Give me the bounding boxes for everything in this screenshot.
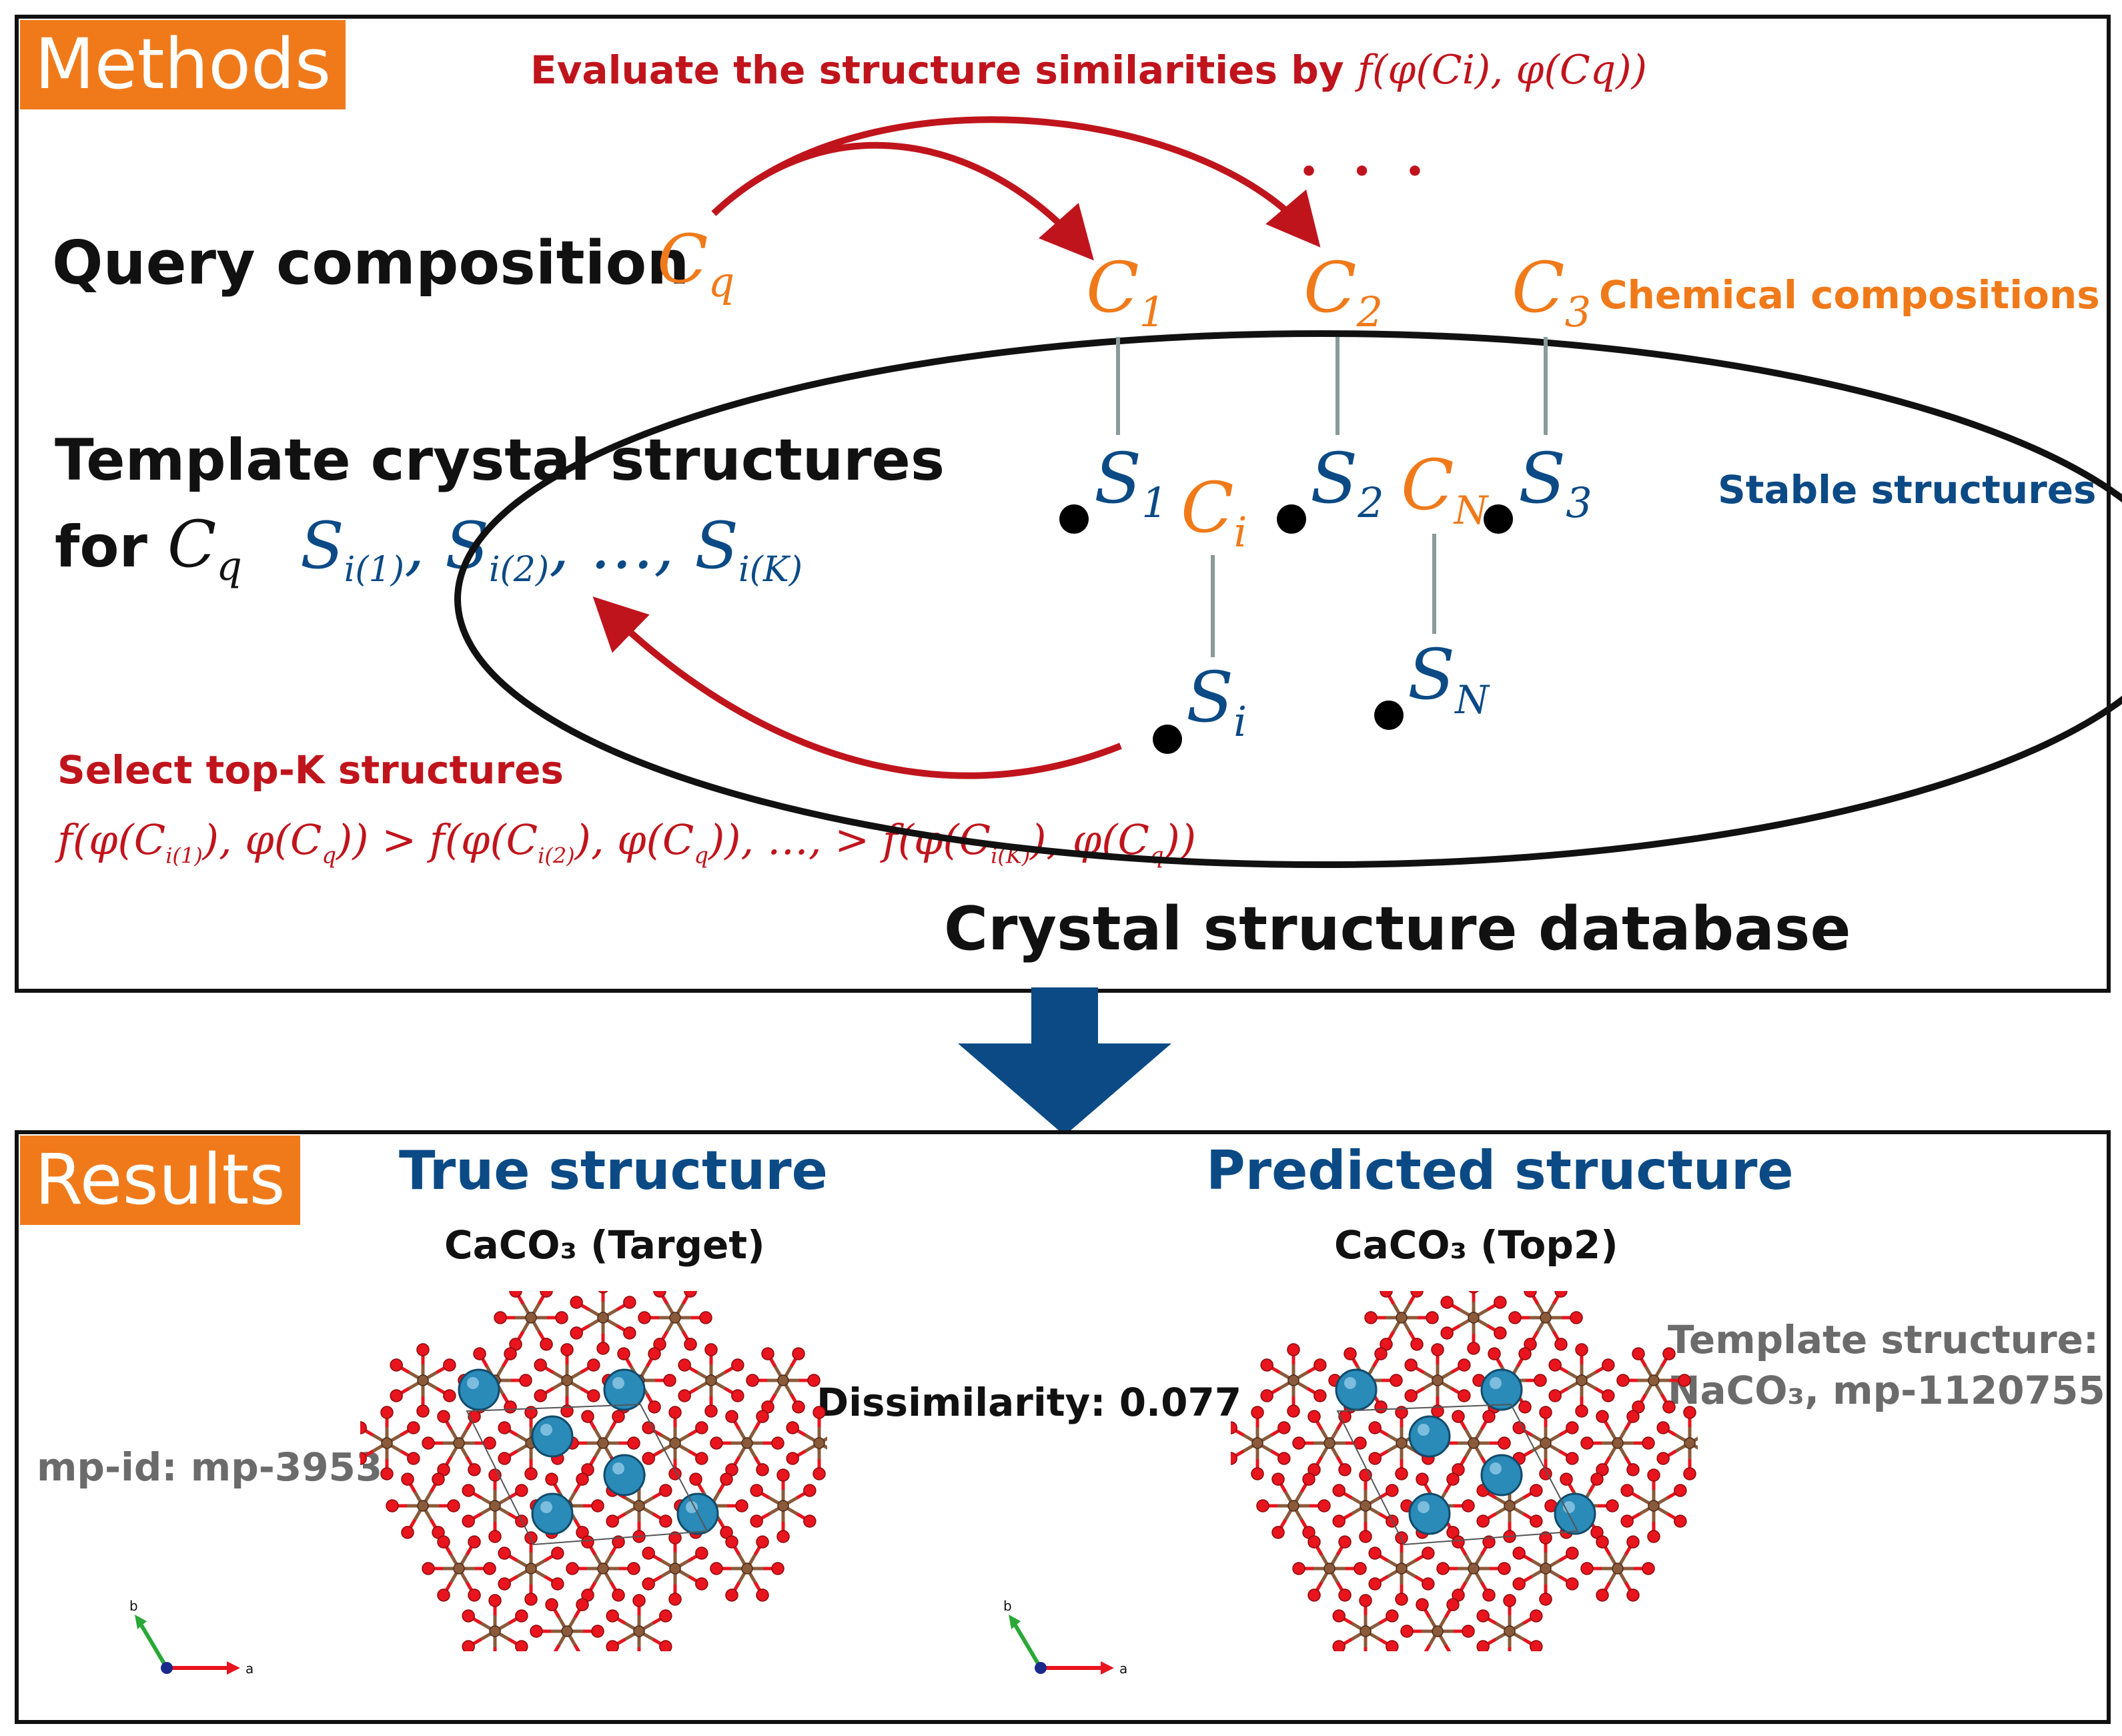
- methods-tag: Methods: [20, 20, 346, 109]
- evaluate-arrows: [592, 116, 1321, 779]
- evaluate-label: Evaluate the structure similarities by: [530, 47, 1344, 93]
- true-caption: CaCO₃ (Target): [444, 1222, 765, 1268]
- connector-lines: [1116, 337, 1548, 657]
- chemical-compositions-label: Chemical compositions: [1599, 272, 2100, 318]
- predicted-structure-title: Predicted structure: [1206, 1140, 1794, 1202]
- template-structure-line1: Template structure:: [1668, 1317, 2099, 1362]
- template-structure-line2: NaCO₃, mp-1120755: [1668, 1368, 2105, 1413]
- dissimilarity-label: Dissimilarity: 0.077: [817, 1380, 1242, 1425]
- database-ellipse: [454, 330, 2122, 868]
- methods-diagram: [454, 116, 2122, 868]
- query-label: Query composition: [52, 228, 690, 298]
- query-symbol: Cq: [657, 220, 735, 306]
- structure-s1: S1: [1094, 438, 1168, 527]
- axis-a-label: a: [1119, 1661, 1127, 1677]
- axis-b-label: b: [1003, 1598, 1012, 1614]
- results-tag: Results: [20, 1136, 300, 1225]
- stable-structures-label: Stable structures: [1718, 467, 2097, 512]
- predicted-caption: CaCO₃ (Top2): [1334, 1222, 1618, 1268]
- evaluate-text: Evaluate the structure similarities by f…: [530, 47, 1647, 93]
- axis-indicator-icon: a b: [129, 1598, 253, 1677]
- select-text: Select top-K structures: [57, 747, 564, 793]
- true-crystal-structure: [360, 1291, 827, 1651]
- structure-s2: S2: [1310, 438, 1384, 527]
- evaluate-formula: f(φ(Ci), φ(Cq)): [1357, 47, 1648, 93]
- true-structure-title: True structure: [399, 1140, 828, 1202]
- axis-a-label: a: [245, 1661, 253, 1677]
- structure-si: Si: [1186, 657, 1247, 746]
- mp-id-label: mp-id: mp-3953: [37, 1444, 383, 1490]
- down-arrow-icon: [958, 987, 1171, 1136]
- template-symbol: Cq: [167, 507, 242, 590]
- template-line2: for Cq: [55, 507, 242, 590]
- axis-b-label: b: [129, 1598, 138, 1614]
- structure-dots: [1059, 504, 1513, 754]
- template-line1: Template crystal structures: [55, 427, 945, 494]
- structure-sn: SN: [1408, 634, 1489, 723]
- ellipsis: • • •: [1299, 155, 1437, 189]
- composition-c2: C2: [1303, 247, 1384, 336]
- template-for: for: [55, 514, 147, 580]
- axis-indicator-icon: a b: [1003, 1598, 1127, 1677]
- composition-cn: CN: [1401, 444, 1488, 533]
- template-list: Si(1), Si(2), …, Si(K): [300, 508, 803, 590]
- database-label: Crystal structure database: [944, 894, 1851, 964]
- composition-ci: Ci: [1181, 467, 1247, 556]
- structure-s3: S3: [1518, 438, 1592, 527]
- composition-c3: C3: [1512, 247, 1592, 336]
- predicted-crystal-structure: [1231, 1291, 1698, 1651]
- composition-c1: C1: [1086, 247, 1166, 336]
